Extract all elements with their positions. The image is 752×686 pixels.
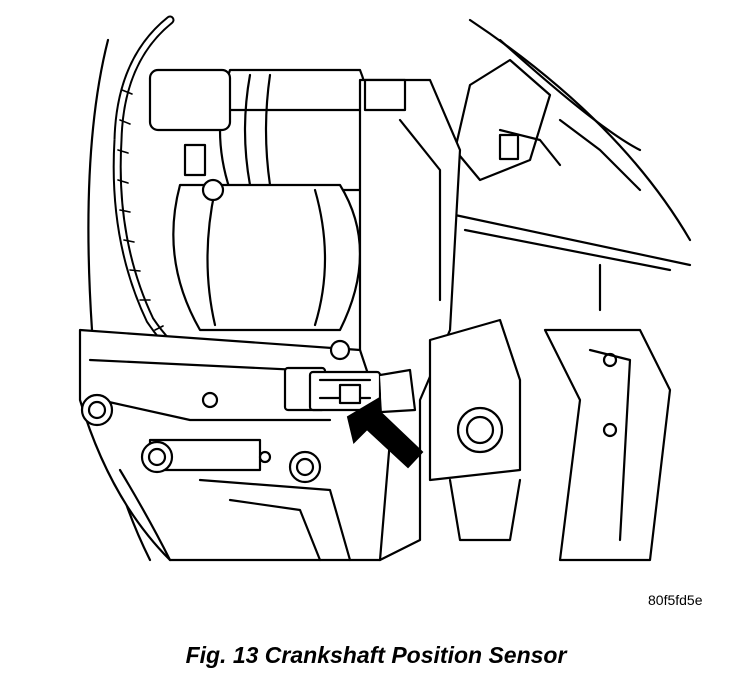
figure-caption: Fig. 13 Crankshaft Position Sensor bbox=[185, 642, 567, 668]
starter-motor bbox=[148, 68, 372, 332]
bolt-upper bbox=[329, 339, 351, 361]
crankshaft-position-sensor-connector bbox=[283, 366, 417, 414]
engine-block bbox=[78, 328, 392, 562]
bolt-lower-middle bbox=[288, 450, 322, 484]
upper-bracket bbox=[453, 58, 552, 182]
illustration-code: 80f5fd5e bbox=[648, 592, 703, 608]
bolt-lower-left bbox=[140, 440, 174, 474]
bolt-left bbox=[80, 393, 114, 427]
pointer-arrow bbox=[346, 396, 424, 469]
right-strut bbox=[543, 328, 672, 562]
right-bracket bbox=[428, 318, 522, 542]
